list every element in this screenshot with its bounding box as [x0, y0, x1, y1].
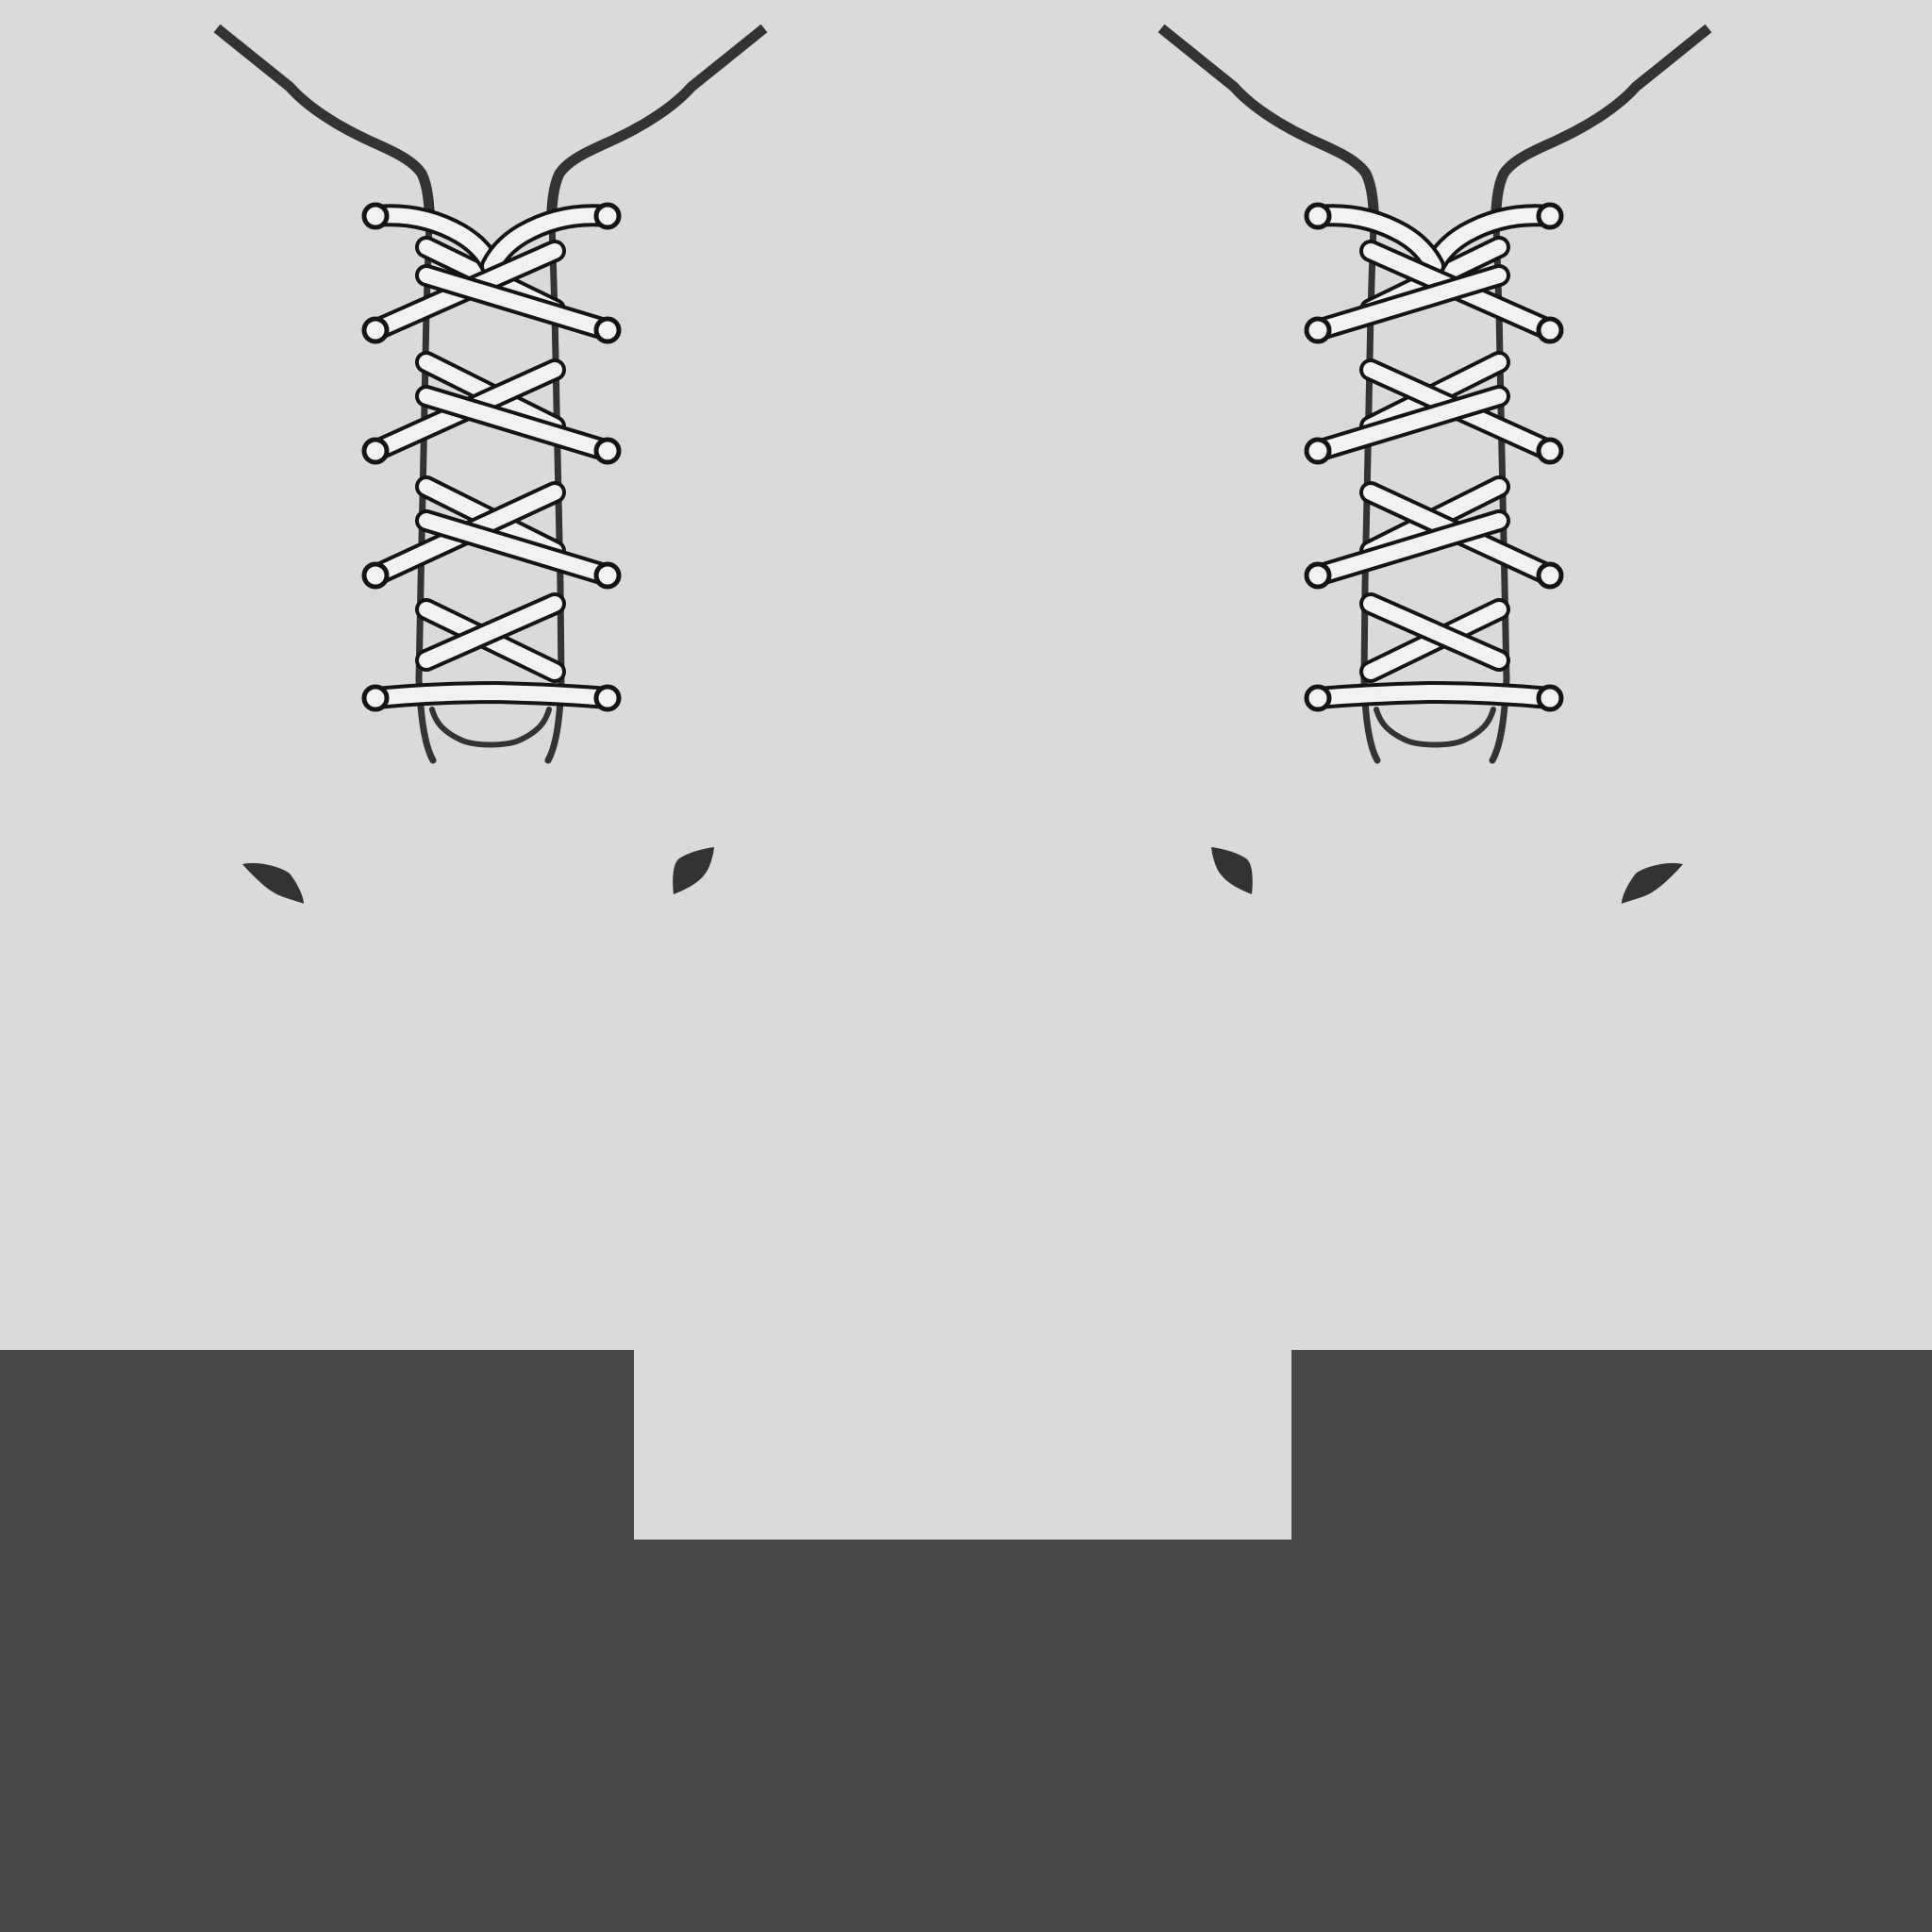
collar-outline-right [545, 24, 768, 227]
tongue-bottom-curve [1374, 707, 1496, 748]
tongue-bottom-curve [429, 707, 552, 748]
eyelet [593, 437, 622, 465]
lace-top-right [480, 204, 619, 277]
lace-top-left [364, 204, 503, 277]
lace-top-right-fill [1310, 208, 1441, 274]
eyelet [1304, 684, 1332, 712]
lace-over-3b-fill [419, 513, 615, 583]
eyelet [593, 684, 622, 712]
lace-over-3b [1307, 509, 1510, 587]
ankle-crease-right [1211, 847, 1253, 894]
lace-bottom-fill [368, 684, 615, 706]
lace-over-4-fill [1363, 596, 1507, 668]
lace-top-left-fill [1426, 208, 1557, 274]
lace-over-1b [1307, 264, 1510, 341]
lace-over-2b [1307, 385, 1510, 462]
ankle-crease-left [242, 862, 304, 904]
eyelet [1304, 202, 1332, 230]
lace-over-1b-fill [419, 268, 615, 338]
lace-over-2b-fill [1310, 389, 1507, 458]
eyelet [361, 316, 390, 344]
tongue-edge-left [1489, 219, 1510, 764]
lace-top-left-fill [368, 208, 499, 274]
collar-outline-left [1490, 24, 1712, 227]
lace-over-4-fill [419, 596, 562, 668]
eyelet [1536, 202, 1564, 230]
lace-top-left [1423, 204, 1561, 277]
right-boot [1158, 24, 1712, 904]
lace-over-3b [415, 509, 619, 587]
eyelet [1536, 684, 1564, 712]
lace-over-4 [415, 592, 566, 672]
eyelet [593, 202, 622, 230]
lace-bottom [1307, 680, 1561, 709]
eyelet [1304, 437, 1332, 465]
collar-outline-left [213, 24, 436, 227]
eyelet [361, 202, 390, 230]
lace-bottom-fill [1310, 684, 1557, 706]
collar-outline-right [1158, 24, 1380, 227]
lace-over-2b-fill [419, 389, 615, 458]
lace-over-2b [415, 385, 619, 462]
eyelet [361, 437, 390, 465]
left-boot [213, 24, 768, 904]
lace-over-1b [415, 264, 619, 341]
eyelet [361, 561, 390, 590]
eyelet [1536, 437, 1564, 465]
eyelet [1304, 561, 1332, 590]
eyelet [593, 316, 622, 344]
eyelet [361, 684, 390, 712]
eyelet [1536, 316, 1564, 344]
lace-over-3b-fill [1310, 513, 1507, 583]
lace-bottom [364, 680, 619, 709]
lace-over-4 [1359, 592, 1510, 672]
tongue-edge-left [415, 219, 437, 764]
lace-top-right-fill [484, 208, 615, 274]
eyelet [593, 561, 622, 590]
ankle-crease-left [1622, 862, 1683, 904]
lace-over-1b-fill [1310, 268, 1507, 338]
lace-top-right [1307, 204, 1445, 277]
eyelet [1536, 561, 1564, 590]
ankle-crease-right [673, 847, 714, 894]
sole-base-panel [0, 1350, 1932, 1932]
eyelet [1304, 316, 1332, 344]
